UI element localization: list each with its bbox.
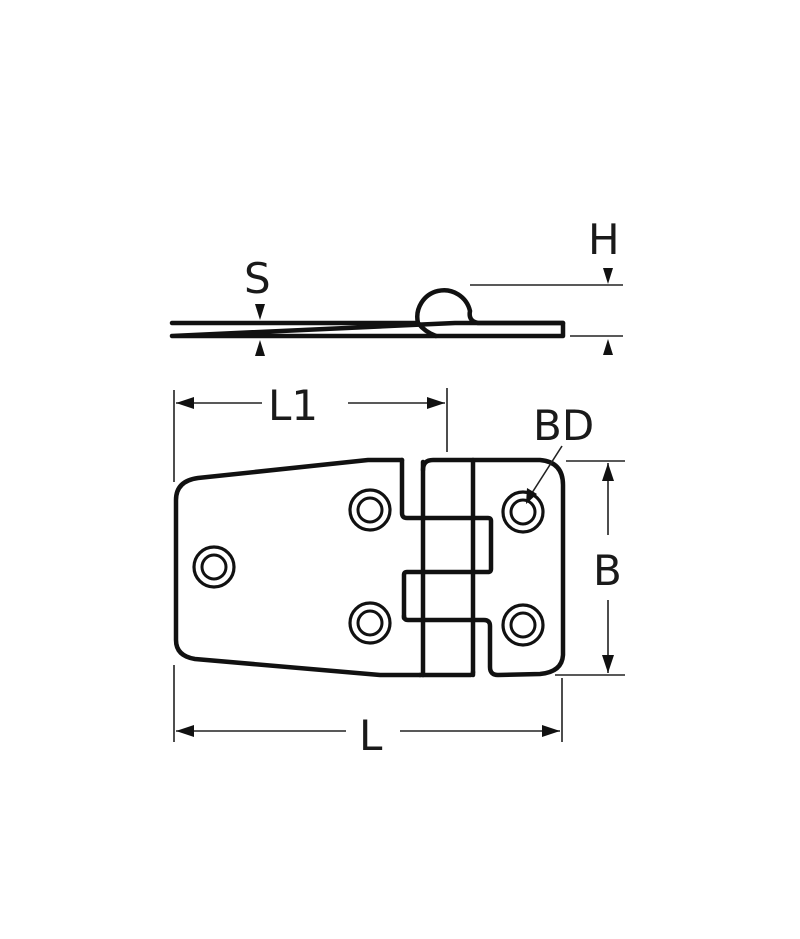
right-leaf-outline — [401, 457, 566, 678]
bore-diameter-callout: BD — [526, 401, 594, 504]
width-dimension: B — [555, 460, 625, 676]
total-length-dimension: L — [173, 665, 563, 760]
side-knuckle-join — [415, 320, 439, 339]
hole-right-bottom — [501, 603, 545, 647]
leaf-length-dimension: L1 — [173, 381, 448, 482]
hole-left-center — [192, 545, 236, 589]
left-leaf-outline — [399, 457, 494, 621]
front-view: L1 — [173, 381, 625, 760]
right-leaf-bottom — [417, 669, 476, 678]
label-s: S — [244, 254, 271, 303]
hole-right-top — [501, 490, 545, 534]
height-dimension: H — [470, 215, 623, 355]
hole-left-top — [348, 488, 392, 532]
left-leaf-body — [173, 457, 423, 678]
thickness-dimension: S — [244, 254, 271, 356]
label-l1: L1 — [268, 381, 318, 430]
label-b: B — [593, 546, 622, 595]
label-h: H — [588, 215, 620, 264]
side-knuckle — [415, 288, 566, 326]
mounting-holes — [192, 488, 545, 647]
side-view: S H — [169, 215, 623, 356]
label-l: L — [359, 711, 383, 760]
hole-left-bottom — [348, 601, 392, 645]
label-bd: BD — [533, 401, 594, 450]
